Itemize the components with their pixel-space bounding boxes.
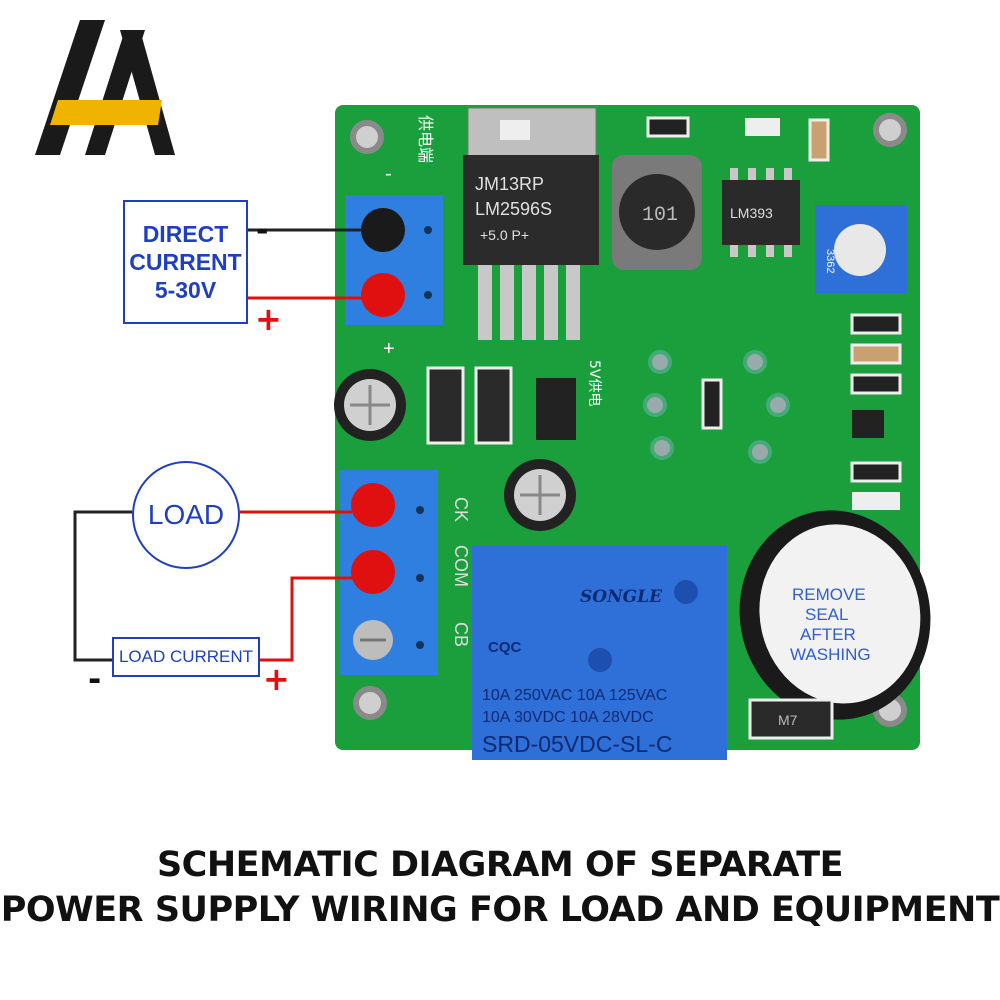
mounting-holes [350, 113, 907, 727]
relay-rating-2: 10A 30VDC 10A 28VDC [482, 709, 654, 726]
buzzer [739, 510, 931, 720]
load-current-label: LOAD CURRENT [118, 647, 254, 666]
relay-model: SRD-05VDC-SL-C [482, 731, 672, 757]
caption-line-2: POWER SUPPLY WIRING FOR LOAD AND EQUIPME… [0, 890, 1000, 930]
relay-cert: CQC [488, 639, 522, 656]
diodes [426, 366, 513, 445]
terminal-label-com: COM [451, 545, 471, 587]
power-header-label: 供电端 [416, 115, 435, 163]
load-circle: LOAD [132, 461, 240, 569]
jumper [536, 378, 576, 440]
load-plus-sign: + [263, 660, 290, 698]
buzzer-line-2: SEAL [805, 605, 848, 624]
dc-minus-sign: - [256, 213, 269, 248]
terminal-label-ck: CK [451, 497, 471, 522]
chip-label-2: LM2596S [475, 199, 552, 219]
capacitor-c1 [334, 369, 406, 441]
regulator-legs [478, 265, 580, 340]
buzzer-line-1: REMOVE [792, 585, 866, 604]
ic-label: LM393 [730, 205, 773, 221]
caption-line-1: SCHEMATIC DIAGRAM OF SEPARATE [156, 845, 844, 885]
regulator-tab [467, 107, 597, 164]
regulator-chip [463, 155, 599, 265]
load-label: LOAD [147, 499, 225, 530]
board-plus-mark: + [383, 338, 395, 360]
buzzer-line-3: AFTER [800, 625, 856, 644]
load-minus-sign: - [88, 660, 102, 698]
dc-line-3: 5-30V [154, 277, 217, 303]
brand-logo-icon [35, 20, 175, 155]
smd-resistors [646, 116, 902, 510]
dc-line-1: DIRECT [142, 221, 229, 247]
terminal-label-cb: CB [451, 622, 471, 647]
solder-pads [643, 350, 790, 464]
inductor-label: 101 [642, 204, 678, 227]
diode-d3 [748, 698, 834, 740]
dc-line-2: CURRENT [129, 249, 242, 275]
board-minus-mark: - [385, 163, 392, 185]
wiring [73, 228, 362, 662]
diode-d3-mark: M7 [778, 712, 798, 728]
chip-label-3: +5.0 P+ [480, 227, 529, 243]
dc-plus-sign: + [255, 300, 282, 338]
wire-load-com [260, 576, 352, 662]
pot-label: 3362 [824, 249, 836, 273]
transistor-q1 [852, 410, 884, 438]
load-current-box: LOAD CURRENT [112, 637, 260, 677]
chip-label-1: JM13RP [475, 174, 544, 194]
jumper-label: 5V供电 [586, 360, 602, 406]
relay-rating-1: 10A 250VAC 10A 125VAC [482, 687, 667, 704]
buzzer-line-4: WASHING [790, 645, 871, 664]
capacitor-c2 [504, 459, 576, 531]
relay-brand: SONGLE [580, 587, 663, 607]
comparator-ic [722, 180, 800, 245]
wire-load-return [73, 510, 132, 662]
direct-current-box: DIRECT CURRENT 5-30V [123, 200, 248, 324]
